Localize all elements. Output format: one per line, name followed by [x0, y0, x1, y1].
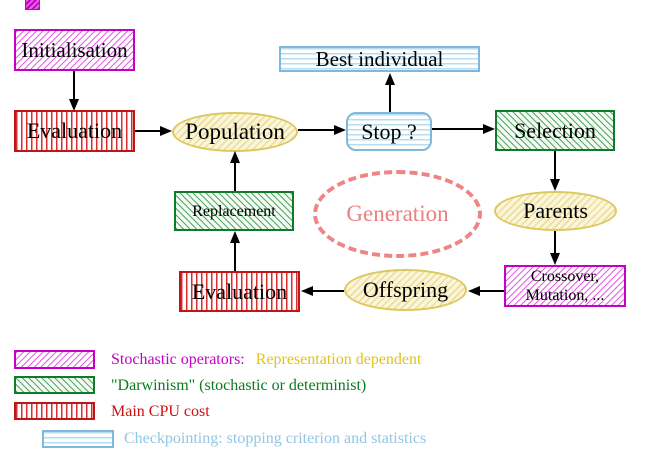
node-stop: Stop ?	[346, 112, 432, 151]
arrow-replacement-to-population-line	[234, 162, 236, 191]
node-best-individual: Best individual	[279, 46, 480, 72]
node-stop-label: Stop ?	[361, 118, 417, 144]
arrow-stop-to-best-individual-line	[389, 84, 391, 112]
arrow-selection-to-parents-head	[550, 179, 560, 191]
arrow-population-to-stop-head	[334, 125, 346, 135]
node-replacement-label: Replacement	[192, 202, 276, 220]
arrow-selection-to-parents-line	[554, 151, 556, 180]
legend-label-representation: Representation dependent	[255, 351, 422, 368]
node-initialisation: Initialisation	[14, 29, 135, 71]
node-best-individual-label: Best individual	[315, 46, 444, 71]
legend-swatch-stochastic	[14, 350, 95, 369]
node-selection-label: Selection	[514, 117, 596, 143]
arrow-crossover-to-offspring-head	[468, 286, 480, 296]
node-offspring-label: Offspring	[362, 277, 449, 302]
arrow-initialisation-to-evaluation-head	[69, 99, 79, 111]
node-evaluation-bottom-label: Evaluation	[191, 278, 288, 304]
node-mutation-label: Mutation, ...	[525, 287, 605, 304]
node-crossover-mutation: Crossover, Mutation, ...	[504, 265, 626, 307]
node-generation: Generation	[313, 170, 482, 258]
arrow-offspring-to-evaluation-line	[312, 290, 344, 292]
arrow-evaluation-to-population-line	[135, 130, 162, 132]
arrow-evaluation-to-replacement-line	[234, 242, 236, 271]
node-parents: Parents	[494, 191, 617, 231]
node-evaluation-top-label: Evaluation	[26, 118, 123, 143]
node-population-label: Population	[185, 119, 285, 144]
legend-row-checkpointing: Checkpointing: stopping criterion and st…	[124, 430, 426, 448]
legend-row-darwinism: "Darwinism" (stochastic or determinist)	[111, 377, 366, 395]
arrow-evaluation-to-replacement-head	[230, 231, 240, 243]
legend-label-checkpointing: Checkpointing: stopping criterion and st…	[124, 430, 427, 447]
node-initialisation-label: Initialisation	[21, 37, 128, 62]
node-parents-label: Parents	[523, 198, 588, 223]
arrow-stop-to-selection-line	[432, 128, 485, 130]
arrow-offspring-to-evaluation-head	[301, 286, 313, 296]
legend-label-stochastic: Stochastic operators:	[111, 351, 245, 368]
arrow-evaluation-to-population-head	[160, 126, 172, 136]
arrow-parents-to-crossover-head	[550, 253, 560, 265]
legend-label-darwinism: "Darwinism" (stochastic or determinist)	[111, 377, 367, 394]
arrow-stop-to-selection-head	[483, 124, 495, 134]
node-population: Population	[172, 112, 298, 152]
arrow-replacement-to-population-head	[230, 151, 240, 163]
node-offspring: Offspring	[344, 269, 467, 311]
node-evaluation-bottom: Evaluation	[179, 271, 300, 312]
legend-label-cpu: Main CPU cost	[111, 403, 210, 420]
node-replacement: Replacement	[174, 191, 294, 231]
arrow-population-to-stop-line	[298, 129, 336, 131]
node-evaluation-top: Evaluation	[14, 110, 135, 152]
legend-swatch-darwinism	[14, 376, 95, 394]
arrow-crossover-to-offspring-line	[479, 290, 504, 292]
legend-swatch-checkpointing	[42, 430, 114, 448]
legend-row-stochastic: Stochastic operators: Representation depe…	[111, 351, 421, 369]
arrow-parents-to-crossover-line	[554, 231, 556, 254]
legend-swatch-cpu	[14, 402, 95, 420]
arrow-stop-to-best-individual-head	[385, 73, 395, 85]
arrow-initialisation-to-evaluation-line	[73, 71, 75, 99]
legend-row-cpu: Main CPU cost	[111, 403, 210, 421]
node-crossover-label: Crossover,	[530, 268, 600, 285]
node-generation-label: Generation	[346, 201, 449, 226]
cropped-swatch-fragment	[25, 0, 40, 10]
node-selection: Selection	[495, 110, 615, 151]
